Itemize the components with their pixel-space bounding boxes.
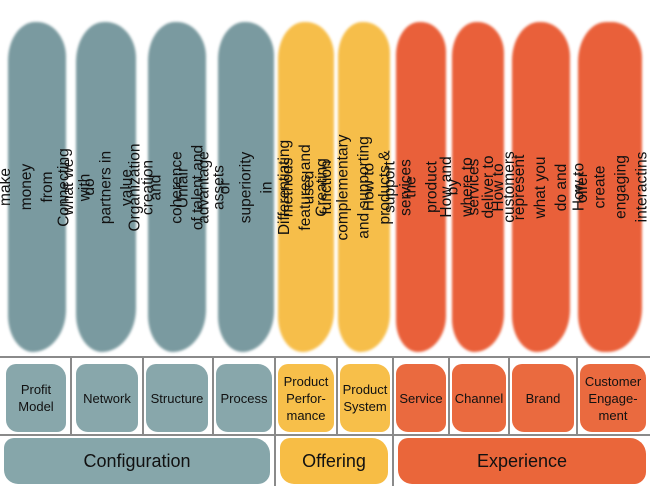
grid-line-v (212, 356, 214, 436)
type-label: Profit Model (18, 382, 54, 414)
type-cell-profit-model: Profit Model (6, 364, 66, 432)
pillar-bg-customer-engagement (578, 22, 642, 352)
grid-line-middle (0, 434, 650, 436)
category-label: Offering (302, 450, 366, 471)
category-configuration: Configuration (4, 438, 270, 484)
pillar-bg-structure (148, 22, 206, 352)
type-cell-customer-engagement: Customer Engage- ment (580, 364, 646, 432)
type-label: Service (399, 390, 443, 406)
type-label: Process (220, 390, 268, 406)
pillar-bg-process (218, 22, 274, 352)
type-cell-structure: Structure (146, 364, 208, 432)
grid-line-top (0, 356, 650, 358)
grid-line-v (448, 356, 450, 436)
pillar-bg-product-system (338, 22, 390, 352)
pillar-bg-profit-model (8, 22, 66, 352)
grid-line-v (70, 356, 72, 436)
type-label: Customer Engage- ment (584, 373, 642, 423)
type-label: Brand (525, 390, 561, 406)
type-cell-network: Network (76, 364, 138, 432)
type-label: Channel (454, 390, 504, 406)
pillar-label: How to create engaging interactins (570, 151, 650, 223)
type-label: Network (83, 390, 131, 406)
grid-line-v (508, 356, 510, 436)
pillar-bg-network (76, 22, 136, 352)
grid-line-v (392, 356, 394, 486)
pillar-bg-service (396, 22, 446, 352)
type-cell-product-performance: Product Perfor- mance (278, 364, 334, 432)
type-label: Product System (342, 382, 388, 414)
category-offering: Offering (280, 438, 388, 484)
pillar-bg-brand (512, 22, 570, 352)
type-cell-channel: Channel (452, 364, 506, 432)
category-label: Configuration (83, 450, 191, 471)
category-experience: Experience (398, 438, 646, 484)
pillar-bg-channel (452, 22, 504, 352)
pillar-customer-engagement: How to create engaging interactins (570, 22, 650, 352)
type-cell-brand: Brand (512, 364, 574, 432)
pillar-bg-product-performance (278, 22, 334, 352)
type-cell-process: Process (216, 364, 272, 432)
category-label: Experience (476, 450, 568, 471)
pillar-brand: How to represent what you do and offer (491, 22, 592, 352)
pillar-process: Unfair advantage or superiority in metho… (175, 22, 318, 352)
grid-line-v (336, 356, 338, 436)
grid-line-v (142, 356, 144, 436)
grid-line-v (576, 356, 578, 436)
type-cell-service: Service (396, 364, 446, 432)
grid-line-v (274, 356, 276, 486)
type-cell-product-system: Product System (340, 364, 390, 432)
type-label: Structure (150, 390, 204, 406)
type-label: Product Perfor- mance (283, 373, 329, 423)
